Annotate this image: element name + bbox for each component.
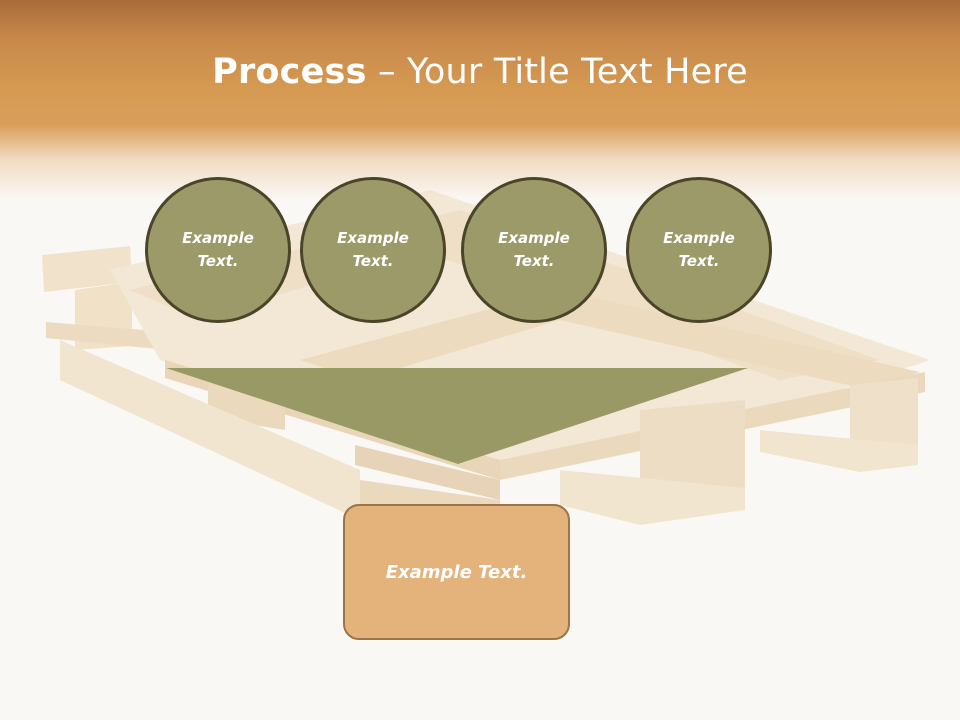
pallet-left-board <box>42 246 132 292</box>
pallet-block-right <box>850 378 918 455</box>
result-label: Example Text. <box>385 561 528 583</box>
header-band <box>0 0 960 200</box>
process-step-circle-2: Example Text. <box>300 177 446 323</box>
pallet-left-base <box>46 322 168 350</box>
result-box: Example Text. <box>343 504 570 640</box>
pallet-block-mid <box>640 400 745 500</box>
pallet-block-front <box>355 445 500 500</box>
funnel-arrow <box>166 368 748 464</box>
process-step-label-3: Example Text. <box>498 229 570 270</box>
pallet-bottom-right <box>760 430 918 472</box>
title-rest: – Your Title Text Here <box>366 52 748 92</box>
process-step-label-4: Example Text. <box>663 229 735 270</box>
process-step-circle-4: Example Text. <box>626 177 772 323</box>
pallet-bottom-left <box>60 340 360 520</box>
pallet-deck-slat-2 <box>300 290 920 390</box>
process-step-circle-1: Example Text. <box>145 177 291 323</box>
process-step-circle-3: Example Text. <box>461 177 607 323</box>
title-strong: Process <box>212 52 367 92</box>
pallet-bottom-mid <box>560 470 745 525</box>
process-step-label-2: Example Text. <box>337 229 409 270</box>
process-step-label-1: Example Text. <box>182 229 254 270</box>
slide-title: Process – Your Title Text Here <box>0 52 960 92</box>
